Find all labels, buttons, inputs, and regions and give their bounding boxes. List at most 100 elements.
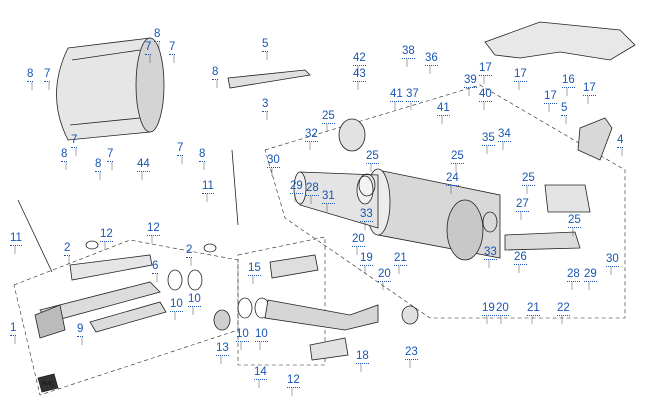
callout-19: 19 xyxy=(482,302,495,316)
callout-16: 16 xyxy=(562,74,575,88)
callout-12: 12 xyxy=(100,228,113,242)
callout-20: 20 xyxy=(352,233,365,247)
callout-13: 13 xyxy=(216,342,229,356)
callout-7: 7 xyxy=(177,142,184,156)
callout-20: 20 xyxy=(378,268,391,282)
callout-18: 18 xyxy=(356,350,369,364)
callout-41: 41 xyxy=(437,102,450,116)
sensor-11-lower xyxy=(17,199,53,273)
o-ring-2b xyxy=(203,243,217,253)
callout-33: 33 xyxy=(484,246,497,260)
callout-42: 42 xyxy=(353,52,366,66)
callout-10: 10 xyxy=(170,298,183,312)
callout-10: 10 xyxy=(236,328,249,342)
callout-29: 29 xyxy=(584,268,597,282)
callout-11: 11 xyxy=(10,232,22,246)
callout-17: 17 xyxy=(479,62,492,76)
callout-1: 1 xyxy=(10,322,17,336)
callout-31: 31 xyxy=(322,190,335,204)
callout-8: 8 xyxy=(27,68,34,82)
callout-7: 7 xyxy=(145,41,152,55)
callout-43: 43 xyxy=(353,68,366,82)
leader-lines xyxy=(14,42,623,396)
callout-12: 12 xyxy=(287,374,300,388)
gasket-33 xyxy=(358,173,376,197)
callout-28: 28 xyxy=(567,268,580,282)
callout-27: 27 xyxy=(516,198,529,212)
part-23 xyxy=(401,305,419,325)
callout-7: 7 xyxy=(169,41,176,55)
callout-33: 33 xyxy=(360,208,373,222)
callout-8: 8 xyxy=(212,66,219,80)
callout-22: 22 xyxy=(557,302,570,316)
callout-11: 11 xyxy=(202,180,214,194)
heat-shield-17 xyxy=(484,21,636,61)
clamp-32 xyxy=(338,118,366,152)
callout-14: 14 xyxy=(254,366,267,380)
callout-44: 44 xyxy=(137,158,150,172)
callout-37: 37 xyxy=(406,88,419,102)
callout-25: 25 xyxy=(322,110,335,124)
callout-8: 8 xyxy=(95,158,102,172)
callout-26: 26 xyxy=(514,251,527,265)
callout-17: 17 xyxy=(544,90,557,104)
callout-30: 30 xyxy=(606,253,619,267)
callout-34: 34 xyxy=(498,128,511,142)
callout-40: 40 xyxy=(479,88,492,102)
callout-29: 29 xyxy=(290,180,303,194)
callout-24: 24 xyxy=(446,172,459,186)
callout-8: 8 xyxy=(154,28,161,42)
svg-text:FWD: FWD xyxy=(41,382,55,388)
callout-30: 30 xyxy=(267,154,280,168)
heat-shield-6 xyxy=(69,254,153,281)
callout-38: 38 xyxy=(402,45,415,59)
sensor-11-upper xyxy=(231,149,239,226)
group-boundaries xyxy=(13,84,626,396)
callout-20: 20 xyxy=(496,302,509,316)
callout-4: 4 xyxy=(617,134,624,148)
callout-21: 21 xyxy=(527,302,540,316)
callout-25: 25 xyxy=(451,150,464,164)
forward-arrow-icon: FWD xyxy=(37,373,59,393)
callout-25: 25 xyxy=(522,172,535,186)
front-pipe-1 xyxy=(34,281,167,339)
callout-10: 10 xyxy=(255,328,268,342)
callout-15: 15 xyxy=(248,262,261,276)
callout-7: 7 xyxy=(107,148,114,162)
callout-28: 28 xyxy=(306,182,319,196)
callout-12: 12 xyxy=(147,222,160,236)
callout-32: 32 xyxy=(305,128,318,142)
callout-23: 23 xyxy=(405,346,418,360)
y-pipe xyxy=(264,299,379,331)
gaskets-10 xyxy=(167,269,270,319)
bracket-4 xyxy=(577,117,613,161)
flange-13 xyxy=(213,309,231,331)
o-ring-2a xyxy=(85,240,99,250)
callout-41: 41 xyxy=(390,88,403,102)
callout-2: 2 xyxy=(186,244,193,258)
callout-10: 10 xyxy=(188,293,201,307)
callout-35: 35 xyxy=(482,132,495,146)
callout-9: 9 xyxy=(77,323,84,337)
callout-7: 7 xyxy=(44,68,51,82)
callout-17: 17 xyxy=(583,82,596,96)
callout-39: 39 xyxy=(464,74,477,88)
callout-2: 2 xyxy=(64,242,71,256)
callout-5: 5 xyxy=(262,38,269,52)
end-cap-27 xyxy=(544,184,591,213)
callout-6: 6 xyxy=(152,260,159,274)
callout-25: 25 xyxy=(366,150,379,164)
muffler-assembly xyxy=(293,168,501,261)
callout-8: 8 xyxy=(199,148,206,162)
heat-shield-44 xyxy=(56,37,165,141)
callout-25: 25 xyxy=(568,214,581,228)
heat-shield-15 xyxy=(269,254,319,279)
tailpipe-26 xyxy=(504,231,581,251)
callout-7: 7 xyxy=(71,134,78,148)
callout-8: 8 xyxy=(61,148,68,162)
callout-19: 19 xyxy=(360,252,373,266)
callout-5: 5 xyxy=(561,102,568,116)
callout-36: 36 xyxy=(425,52,438,66)
